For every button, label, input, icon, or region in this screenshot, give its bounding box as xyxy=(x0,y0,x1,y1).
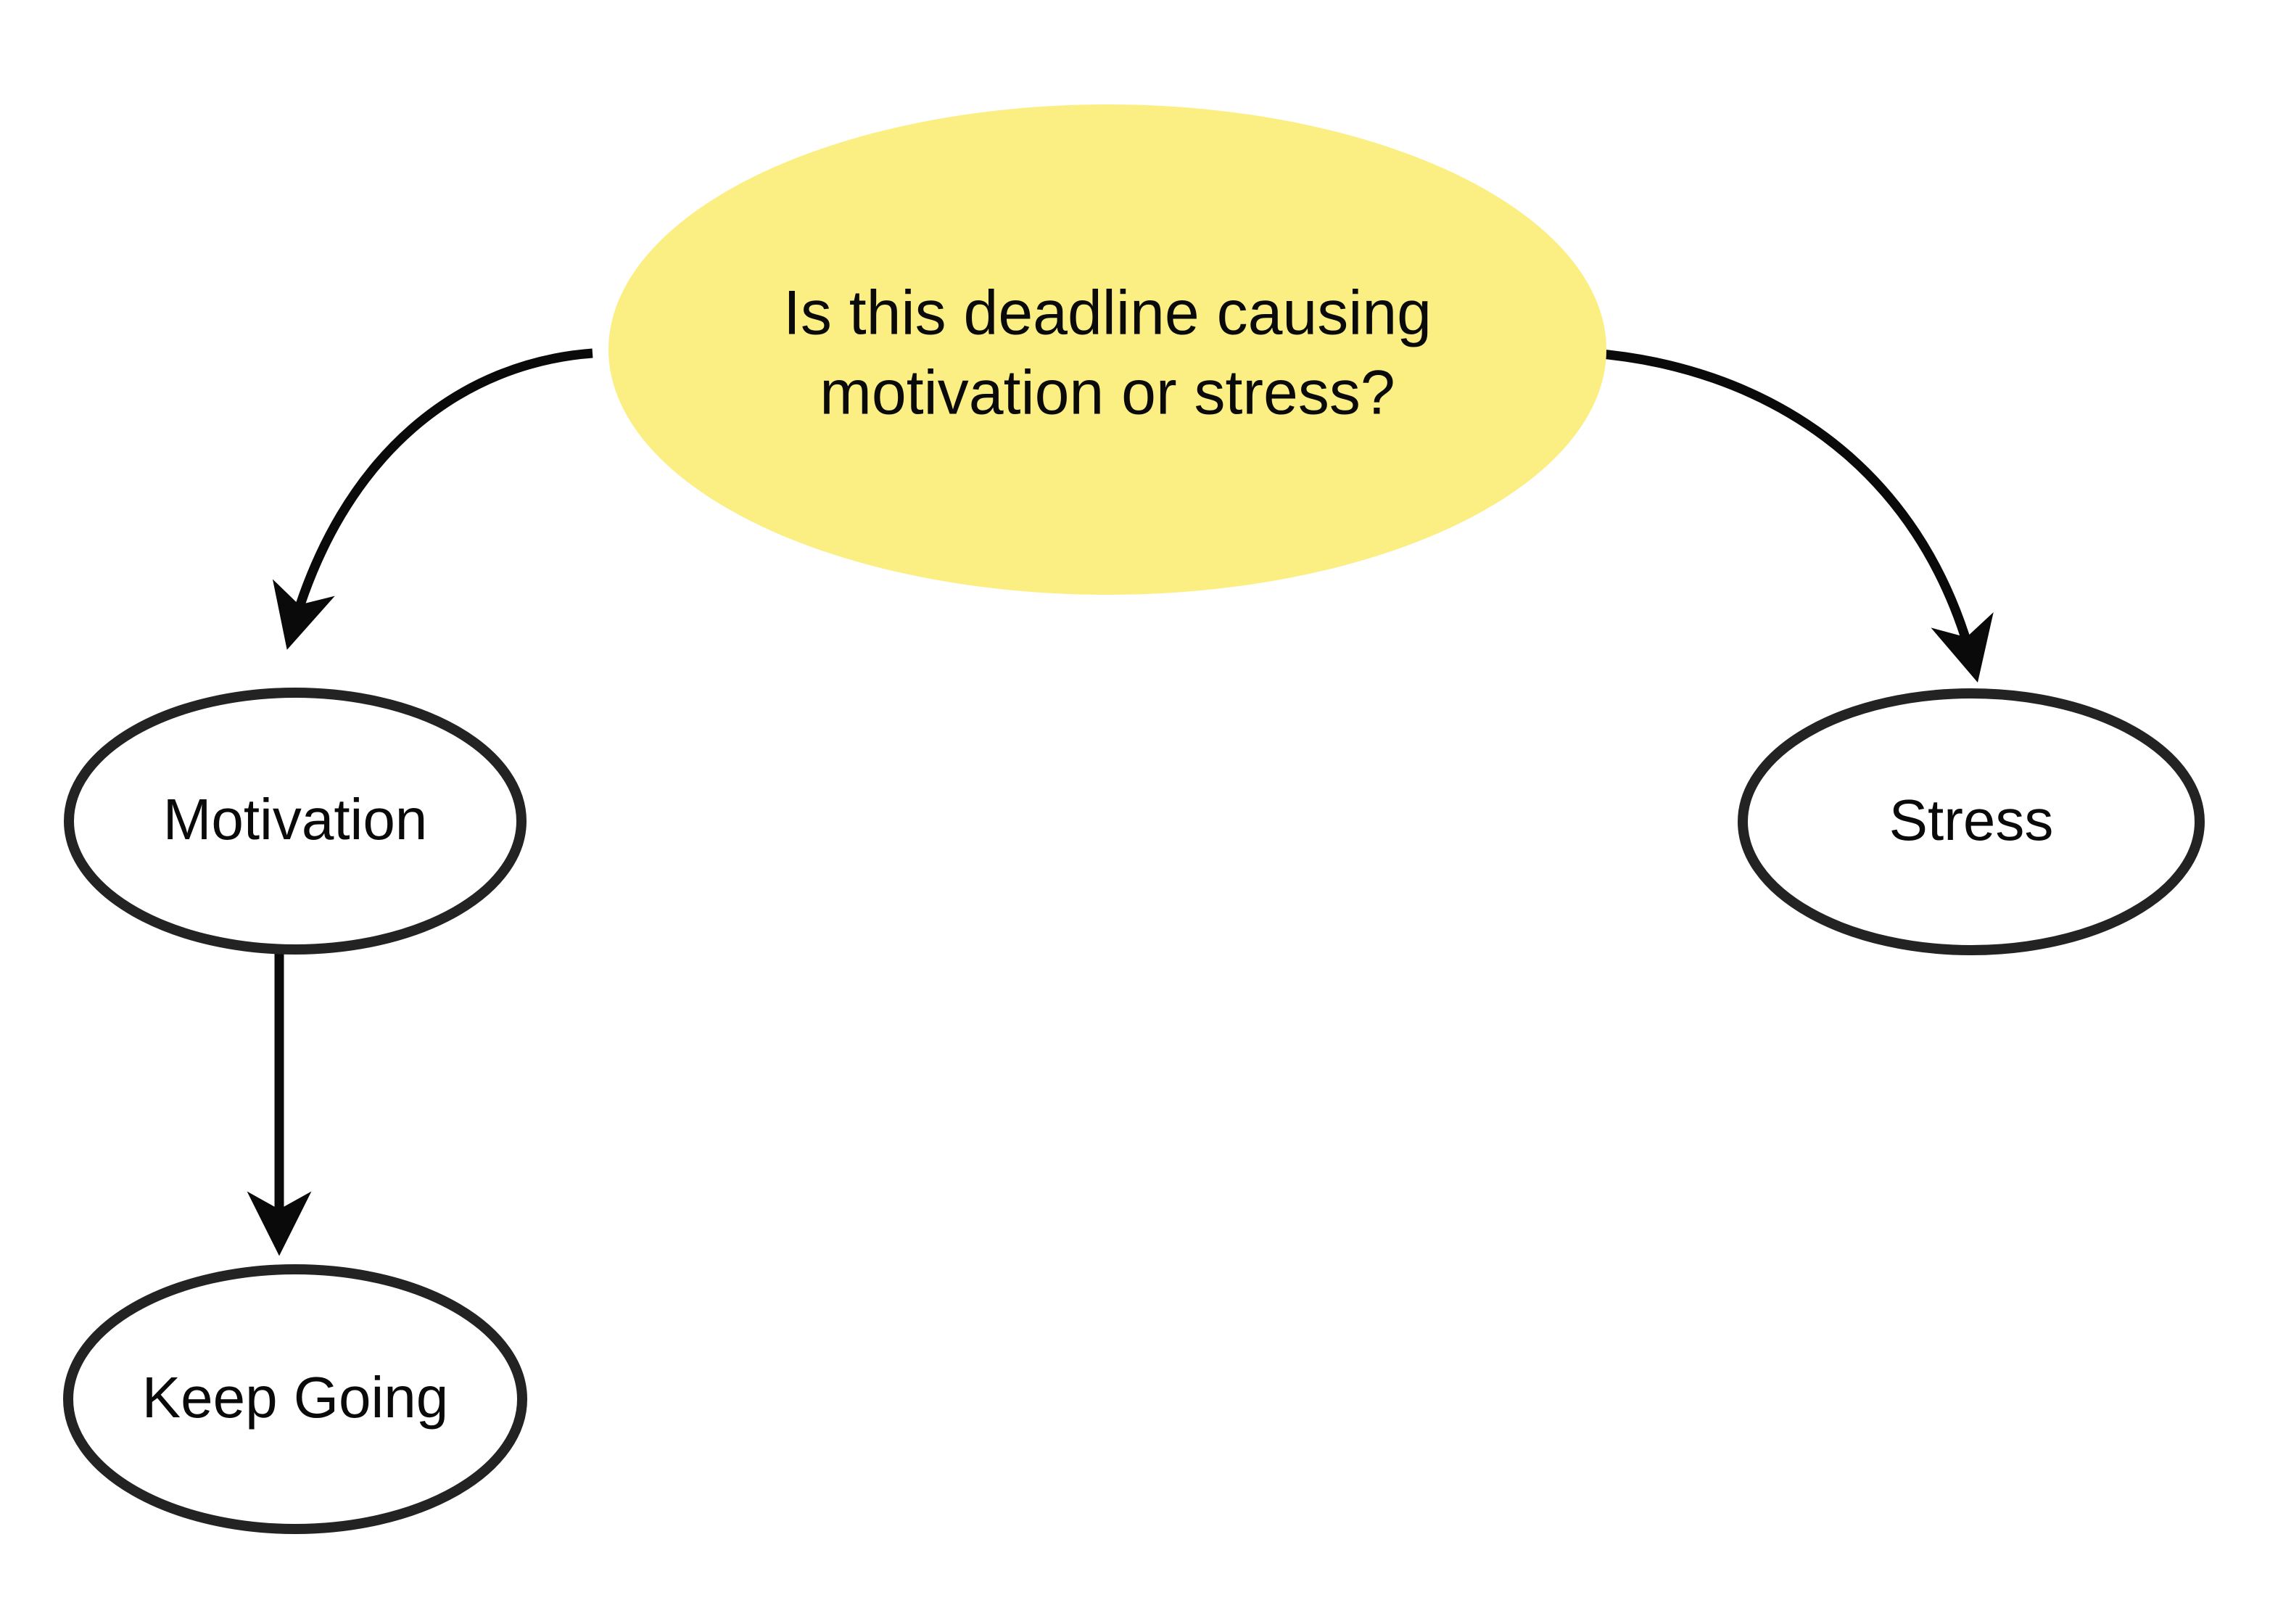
node-keep-going[interactable]: Keep Going xyxy=(63,1264,527,1534)
decision-ellipse-shape[interactable] xyxy=(608,104,1606,595)
stress-ellipse-shape[interactable] xyxy=(1738,688,2205,955)
node-stress[interactable]: Stress xyxy=(1738,688,2205,955)
node-motivation[interactable]: Motivation xyxy=(64,688,527,955)
keep-going-ellipse-shape[interactable] xyxy=(63,1264,527,1534)
motivation-label: Motivation xyxy=(163,787,428,852)
motivation-ellipse-shape[interactable] xyxy=(64,688,527,955)
decision-label-line-1: Is this deadline causing xyxy=(783,279,1432,348)
stress-label: Stress xyxy=(1889,788,2054,852)
decision-label-line-2: motivation or stress? xyxy=(820,358,1395,428)
keep-going-label: Keep Going xyxy=(142,1365,449,1430)
edge-decision-to-stress xyxy=(1593,348,1994,683)
edge-decision-to-motivation xyxy=(272,348,593,650)
node-decision[interactable]: Is this deadline causing motivation or s… xyxy=(608,104,1606,595)
edge-layer xyxy=(247,348,1994,1256)
